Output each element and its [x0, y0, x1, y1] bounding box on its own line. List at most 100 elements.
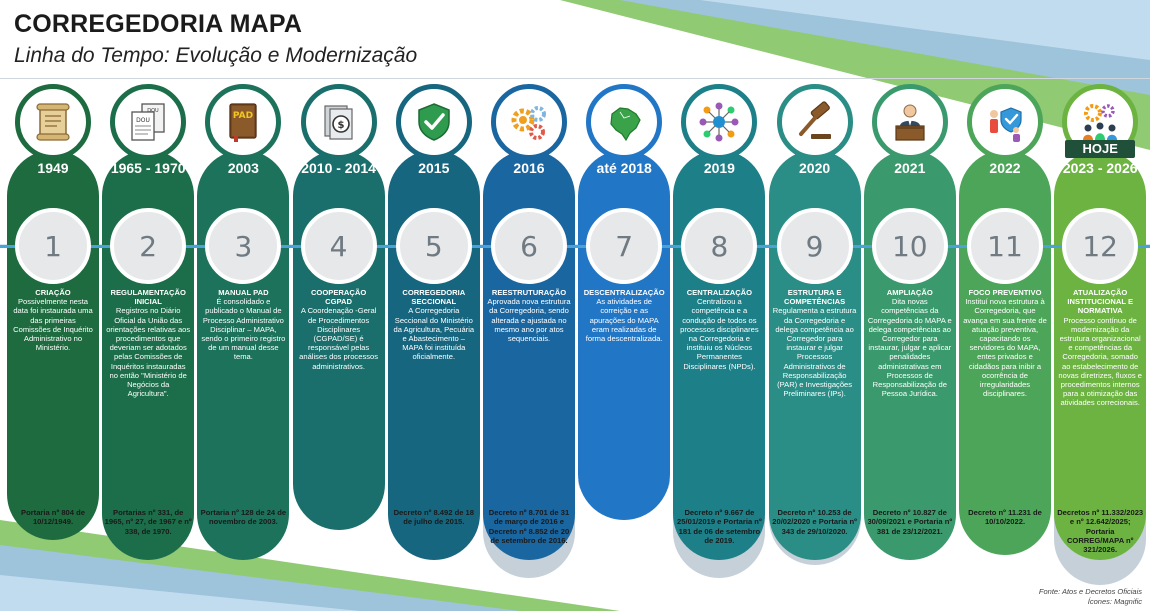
legal-reference: Decreto nº 8.701 de 31 de março de 2016 …	[488, 508, 570, 545]
timeline-year: 1965 - 1970	[110, 160, 186, 176]
timeline-item: 2016 6 REESTRUTURAÇÃO Aprovada nova estr…	[481, 80, 577, 611]
timeline-year: 2020	[799, 160, 831, 176]
legal-reference: Portarias nº 331, de 1965, nº 27, de 196…	[104, 508, 192, 536]
icon-ring	[681, 84, 758, 160]
step-number-circle: 9	[776, 208, 853, 284]
source-line-1: Fonte: Atos e Decretos Oficiais	[1038, 587, 1142, 596]
icon-ring: $	[300, 84, 377, 160]
step-number-circle: 3	[205, 208, 282, 284]
timeline-year: 2010 - 2014	[301, 160, 376, 176]
timeline-item: 2020 9 ESTRUTURA E COMPETÊNCIAS Regulame…	[767, 80, 863, 611]
timeline-item: 2015 5 CORREGEDORIA SECCIONAL A Correged…	[386, 80, 482, 611]
milestone-description: A Coordenação -Geral de Procedimentos Di…	[299, 306, 379, 371]
timeline-item: $ 2010 - 2014 4 COOPERAÇÃO CGPAD A Coord…	[291, 80, 387, 611]
milestone-description: Possivelmente nesta data foi instaurada …	[13, 297, 93, 353]
timeline-year: 1949	[37, 160, 69, 176]
icon-ring: PAD	[205, 84, 282, 160]
people-shield-icon	[983, 100, 1027, 144]
network-icon	[697, 100, 741, 144]
page-title: CORREGEDORIA MAPA	[14, 10, 303, 38]
step-number-circle: 6	[491, 208, 567, 284]
speaker-podium-icon	[888, 100, 932, 144]
icon-ring	[586, 84, 663, 160]
scroll-icon	[31, 100, 75, 144]
step-number: 12	[1082, 229, 1118, 263]
timeline-item: até 2018 7 DESCENTRALIZAÇÃO As atividade…	[576, 80, 672, 611]
milestone-description: Regulamenta a estrutura da Corregedoria …	[772, 306, 857, 399]
step-number: 4	[329, 229, 348, 263]
milestone-text: FOCO PREVENTIVO Instituí nova estrutura …	[963, 288, 1047, 398]
milestone-title: MANUAL PAD	[218, 288, 269, 297]
icon-ring	[491, 84, 567, 160]
source-line-2: Ícones: Magnific	[1087, 597, 1142, 606]
gavel-icon	[793, 100, 837, 144]
milestone-text: REESTRUTURAÇÃO Aprovada nova estrutura d…	[487, 288, 571, 343]
icon-ring	[776, 84, 853, 160]
milestone-description: A Corregedoria Seccional do Ministério d…	[393, 306, 475, 362]
milestone-description: Registros no Diário Oficial da União das…	[106, 306, 191, 399]
milestone-title: REESTRUTURAÇÃO	[491, 288, 567, 297]
step-number-circle: 10	[871, 208, 948, 284]
milestone-title: CRIAÇÃO	[35, 288, 71, 297]
shield-check-icon	[412, 100, 456, 144]
milestone-text: ESTRUTURA E COMPETÊNCIAS Regulamenta a e…	[773, 288, 857, 398]
timeline-year: 2003	[227, 160, 259, 176]
milestone-description: Processo contínuo de modernização da est…	[1058, 315, 1142, 408]
step-number: 8	[710, 229, 729, 263]
milestone-title: CENTRALIZAÇÃO	[686, 288, 753, 297]
step-number: 9	[805, 229, 824, 263]
timeline-year: 2016	[513, 160, 545, 176]
milestone-text: ATUALIZAÇÃO INSTITUCIONAL E NORMATIVA Pr…	[1058, 288, 1142, 408]
milestone-text: MANUAL PAD É consolidado e publicado o M…	[201, 288, 285, 362]
timeline-year: 2015	[418, 160, 450, 176]
timeline-year: 2021	[894, 160, 926, 176]
milestone-title: DESCENTRALIZAÇÃO	[583, 288, 665, 297]
timeline-year: 2019	[703, 160, 735, 176]
milestone-title: ATUALIZAÇÃO INSTITUCIONAL E NORMATIVA	[1067, 288, 1134, 316]
timeline-year: 2023 - 2026	[1062, 160, 1138, 176]
milestone-text: REGULAMENTAÇÃO INICIAL Registros no Diár…	[106, 288, 190, 398]
step-number-circle: 5	[395, 208, 472, 284]
milestone-title: REGULAMENTAÇÃO INICIAL	[110, 288, 186, 307]
header-divider	[0, 78, 1150, 79]
book-pad-icon: PAD	[221, 100, 265, 144]
icon-ring	[395, 84, 472, 160]
step-number-circle: 4	[300, 208, 377, 284]
source-note: Fonte: Atos e Decretos Oficiais Ícones: …	[1039, 587, 1142, 607]
step-number: 3	[234, 229, 253, 263]
legal-reference: Portaria nº 128 de 24 de novembro de 200…	[200, 508, 287, 527]
timeline-item: 2021 10 AMPLIAÇÃO Dita novas competência…	[862, 80, 958, 611]
svg-text:PAD: PAD	[233, 111, 253, 121]
step-number-circle: 8	[681, 208, 758, 284]
step-number-circle: 1	[15, 208, 91, 284]
milestone-description: As atividades de correição e as apuraçõe…	[585, 297, 663, 344]
timeline-item: 2019 8 CENTRALIZAÇÃO Centralizou a compe…	[671, 80, 767, 611]
timeline-year: até 2018	[596, 160, 652, 176]
connector-overlay	[0, 245, 1150, 248]
money-document-icon: $	[317, 100, 361, 144]
step-number-circle: 7	[586, 208, 663, 284]
milestone-description: Aprovada nova estrutura da Corregedoria,…	[487, 297, 571, 344]
svg-text:$: $	[337, 120, 344, 131]
timeline-item: PAD 2003 3 MANUAL PAD É consolidado e pu…	[195, 80, 291, 611]
timeline-item: 2023 - 2026 12 ATUALIZAÇÃO INSTITUCIONAL…	[1052, 80, 1148, 611]
legal-reference: Portaria nº 804 de 10/12/1949.	[21, 508, 85, 527]
timeline-year: 2022	[989, 160, 1021, 176]
milestone-text: COOPERAÇÃO CGPAD A Coordenação -Geral de…	[297, 288, 381, 371]
milestone-title: CORREGEDORIA SECCIONAL	[402, 288, 466, 307]
step-number: 11	[987, 229, 1023, 263]
timeline-item: 2022 11 FOCO PREVENTIVO Instituí nova es…	[957, 80, 1053, 611]
milestone-title: ESTRUTURA E COMPETÊNCIAS	[784, 288, 846, 307]
milestone-description: Centralizou a competência e a condução d…	[680, 297, 759, 371]
icon-ring	[967, 84, 1043, 160]
step-number: 7	[615, 229, 634, 263]
step-number: 1	[44, 229, 62, 263]
team-gears-icon	[1078, 100, 1122, 144]
legal-reference: Decreto nº 10.253 de 20/02/2020 e Portar…	[772, 508, 857, 536]
brazil-map-icon	[602, 100, 646, 144]
timeline-item: 1949 1 CRIAÇÃO Possivelmente nesta data …	[5, 80, 101, 611]
svg-text:DOU: DOU	[147, 108, 159, 114]
